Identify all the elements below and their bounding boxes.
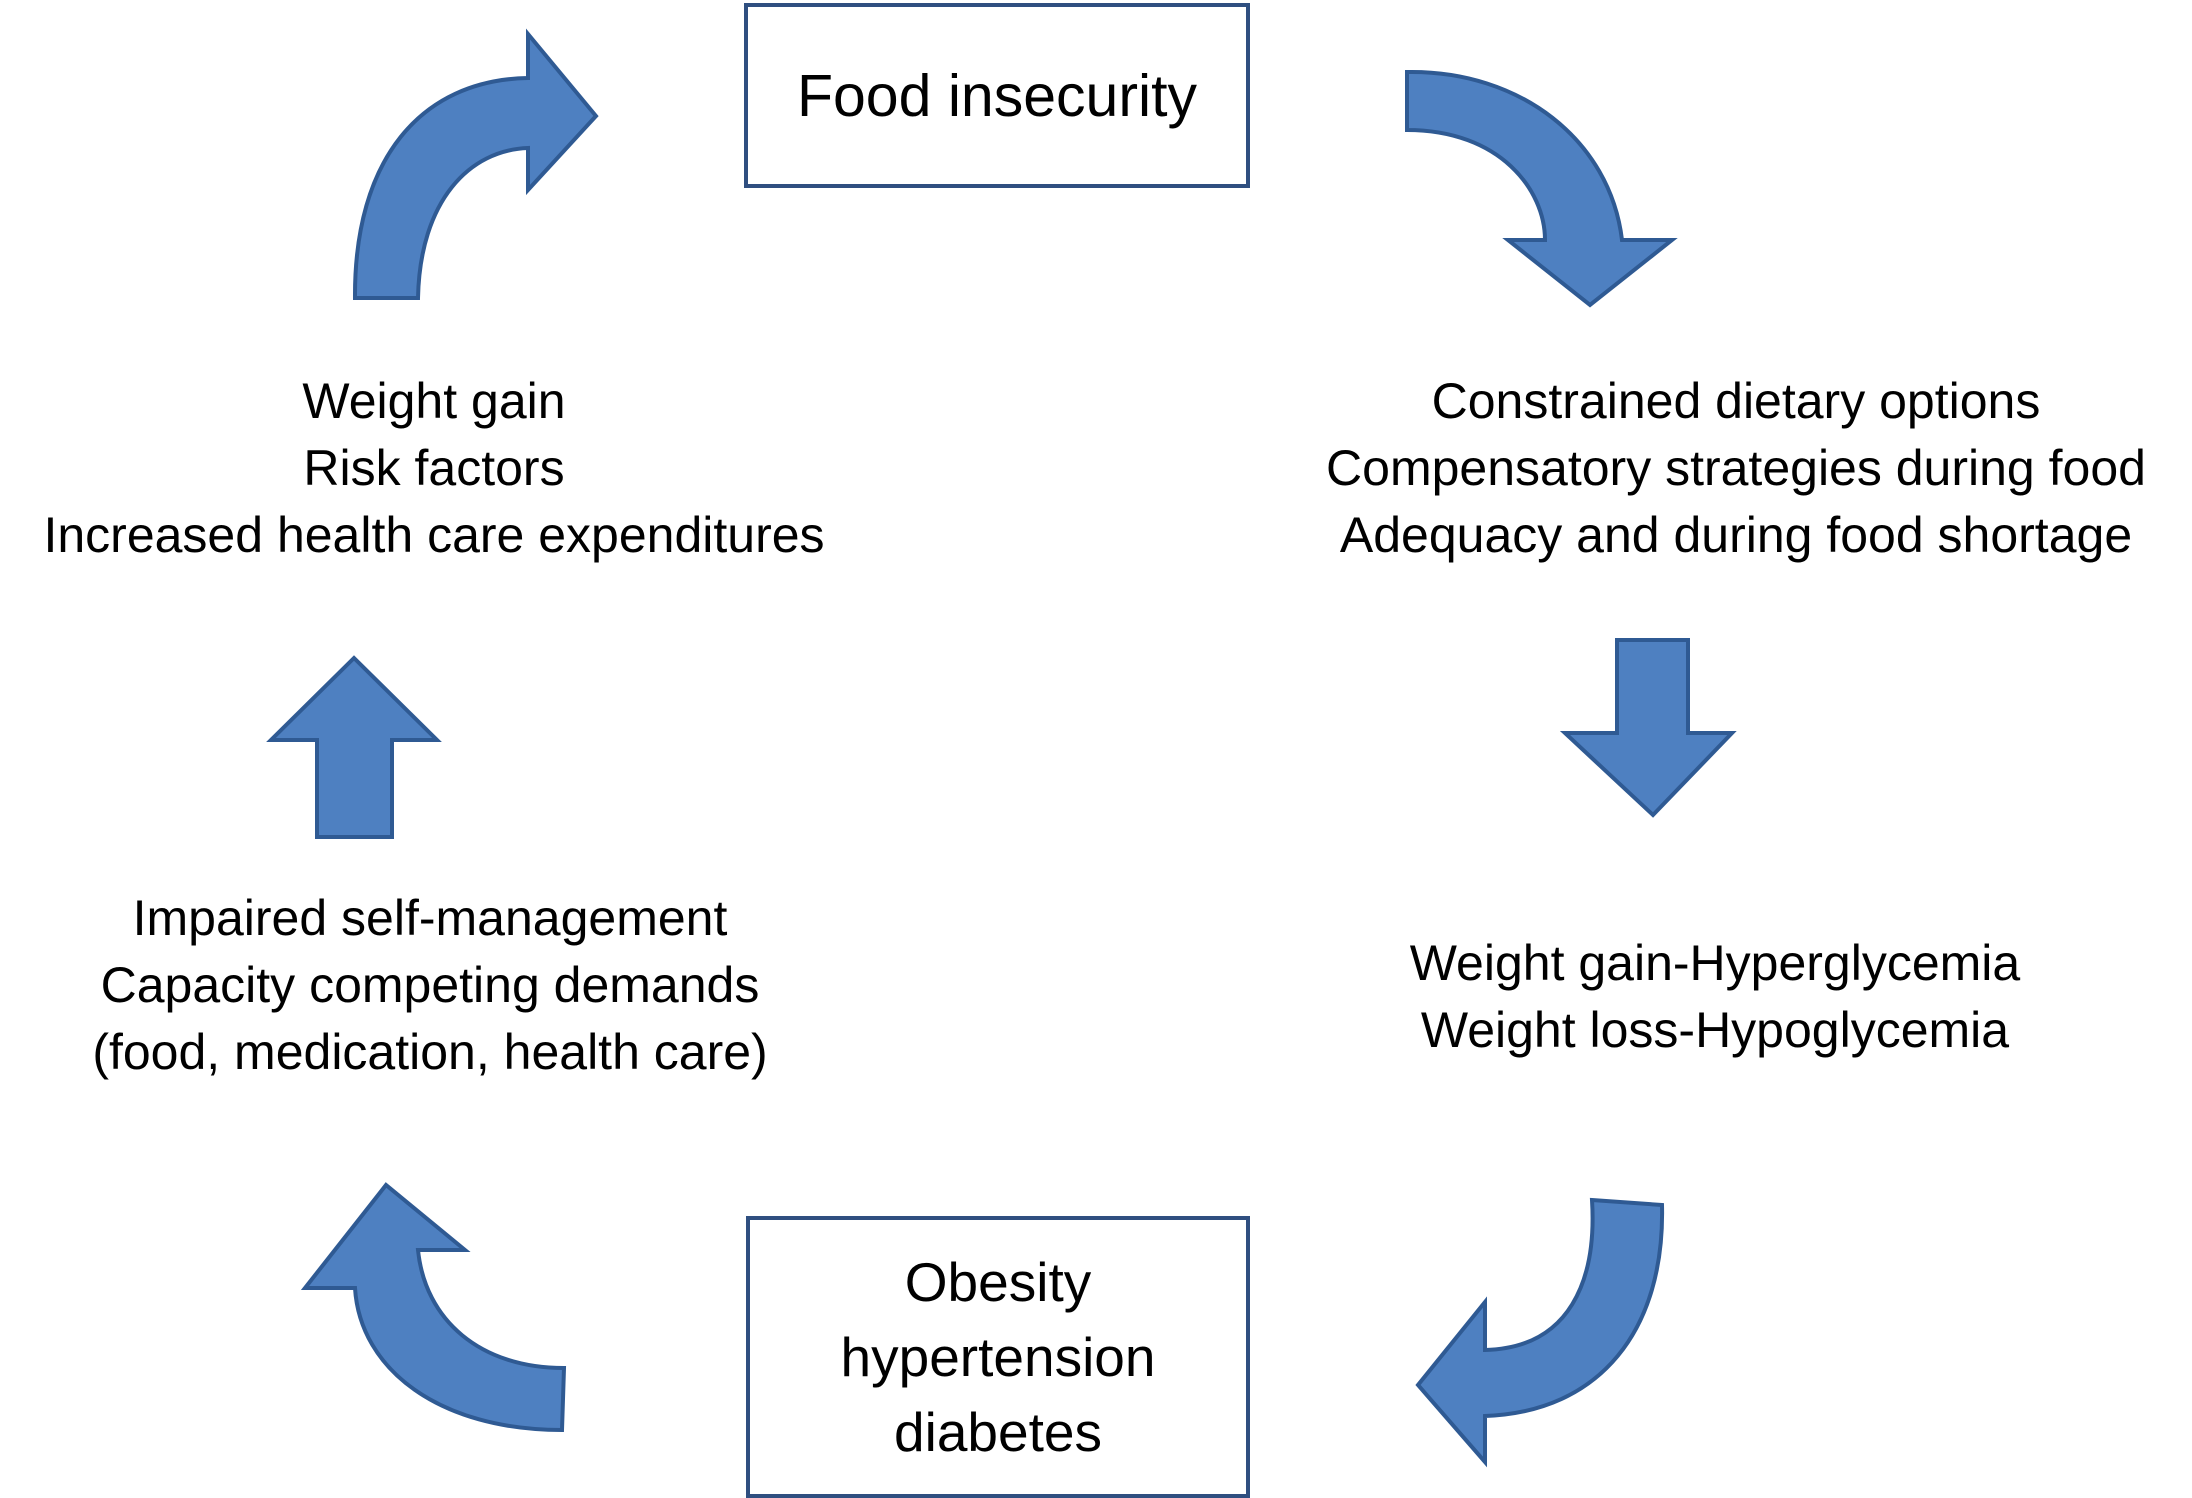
- hypoglycemia-text: Weight loss-Hypoglycemia: [1420, 1002, 2010, 1058]
- curved-arrow-bottom-left: [300, 1182, 567, 1433]
- weight-gain-text: Weight gain: [302, 373, 566, 429]
- hypertension-label: hypertension: [840, 1325, 1156, 1388]
- competing-demands-text: Capacity competing demands: [100, 957, 760, 1013]
- weight-gain-risk-block: Weight gain Risk factors Increased healt…: [0, 368, 868, 569]
- food-insecurity-label: Food insecurity: [796, 62, 1198, 129]
- down-arrow-right: [1559, 638, 1737, 818]
- glycemia-block: Weight gain-Hyperglycemia Weight loss-Hy…: [1330, 930, 2100, 1064]
- hyperglycemia-text: Weight gain-Hyperglycemia: [1409, 935, 2021, 991]
- impaired-self-management-text: Impaired self-management: [132, 890, 728, 946]
- curved-arrow-top-right: [1405, 69, 1678, 308]
- curved-arrow-top-left: [352, 28, 599, 300]
- adequacy-text: Adequacy and during food shortage: [1339, 507, 2133, 563]
- constrained-dietary-text: Constrained dietary options: [1431, 373, 2041, 429]
- obesity-label: Obesity: [904, 1250, 1092, 1313]
- up-arrow-left: [266, 655, 442, 839]
- obesity-hypertension-diabetes-box: Obesity hypertension diabetes: [746, 1216, 1250, 1498]
- compensatory-strategies-text: Compensatory strategies during food: [1326, 440, 2146, 496]
- self-management-block: Impaired self-management Capacity compet…: [30, 885, 830, 1086]
- diabetes-label: diabetes: [894, 1400, 1102, 1463]
- dietary-options-block: Constrained dietary options Compensatory…: [1280, 368, 2192, 569]
- health-care-expenditures-text: Increased health care expenditures: [43, 507, 825, 563]
- risk-factors-text: Risk factors: [303, 440, 565, 496]
- food-medication-text: (food, medication, health care): [92, 1024, 768, 1080]
- food-insecurity-box: Food insecurity: [744, 3, 1250, 188]
- curved-arrow-bottom-right: [1415, 1197, 1665, 1468]
